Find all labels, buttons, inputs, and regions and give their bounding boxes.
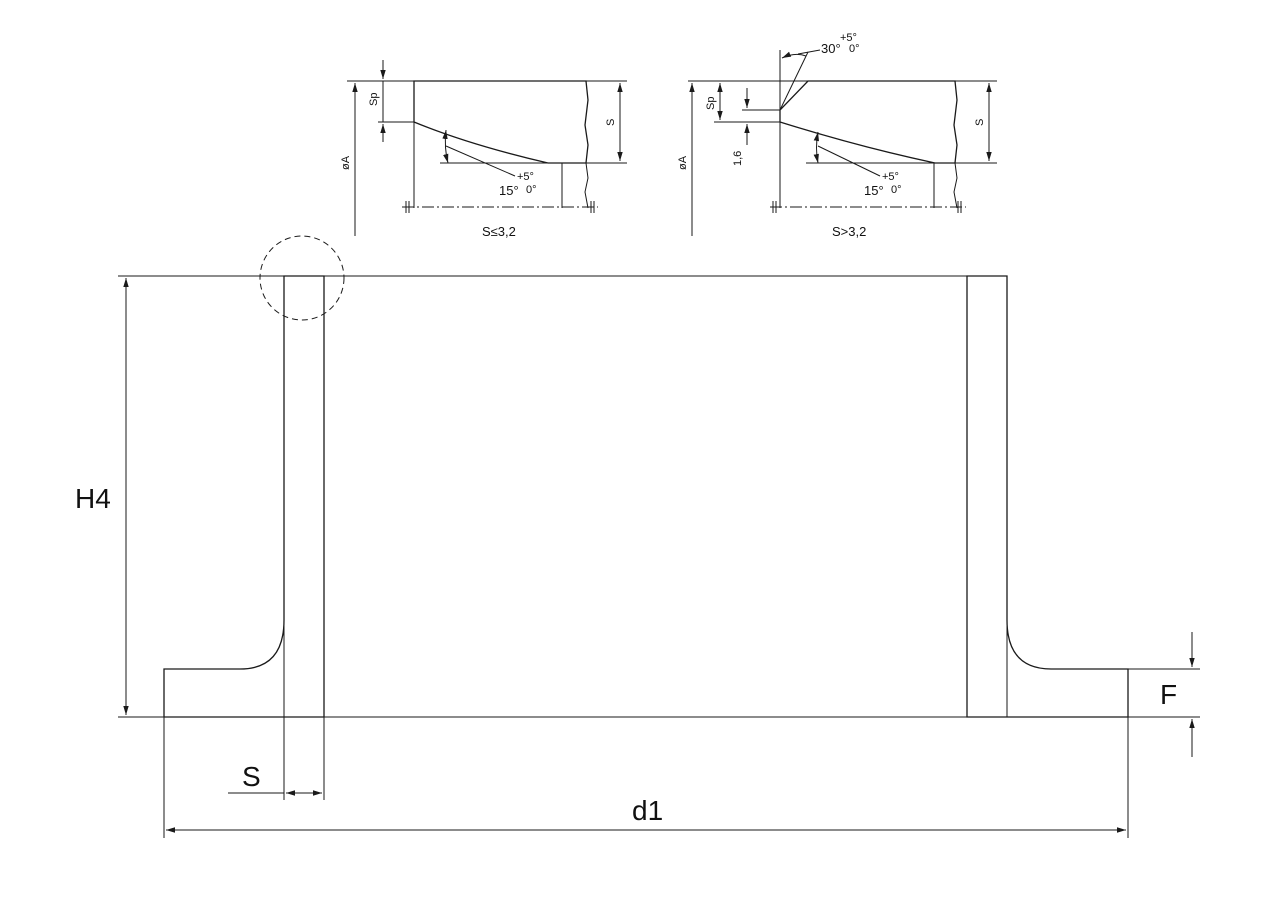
detail-right-section [779, 80, 958, 164]
detail-left-s: S [605, 119, 617, 126]
d1-dimension: d1 [163, 717, 1129, 838]
detail-left-angle-zero: 0° [526, 184, 537, 196]
detail-left-caption: S≤3,2 [482, 224, 516, 239]
detail-left-dia: øA [340, 155, 352, 170]
s-label: S [242, 761, 261, 792]
f-label: F [1160, 679, 1177, 710]
detail-right-top-angle-zero: 0° [849, 43, 860, 55]
detail-right-s: S [974, 119, 986, 126]
h4-dimension: H4 [75, 278, 129, 715]
left-wall-section [163, 275, 325, 718]
f-dimension: F [1128, 632, 1200, 757]
detail-right-angle: 15° [864, 183, 884, 198]
detail-right-land: 1,6 [732, 151, 744, 166]
detail-right-dia: øA [677, 155, 689, 170]
detail-right-top-angle-tol: +5° [840, 32, 857, 44]
detail-left-section [413, 80, 589, 164]
detail-right-angle-zero: 0° [891, 184, 902, 196]
detail-right-top-angle: 30° [821, 41, 841, 56]
detail-right-sp: Sp [705, 97, 717, 110]
detail-circle [259, 235, 345, 321]
right-wall-section [966, 275, 1129, 718]
s-dimension: S [228, 717, 325, 800]
detail-right-angle-tol: +5° [882, 171, 899, 183]
detail-right-caption: S>3,2 [832, 224, 866, 239]
detail-right: øA Sp 1,6 S +5° 30° 0° +5° 15° 0° S>3,2 [677, 32, 997, 239]
d1-label: d1 [632, 795, 663, 826]
h4-label: H4 [75, 483, 111, 514]
stub-end-section [118, 235, 1129, 718]
detail-left-angle-tol: +5° [517, 171, 534, 183]
detail-left-angle: 15° [499, 183, 519, 198]
detail-left-sp: Sp [368, 93, 380, 106]
detail-left: øA Sp S +5° 15° 0° S≤3,2 [340, 60, 627, 239]
